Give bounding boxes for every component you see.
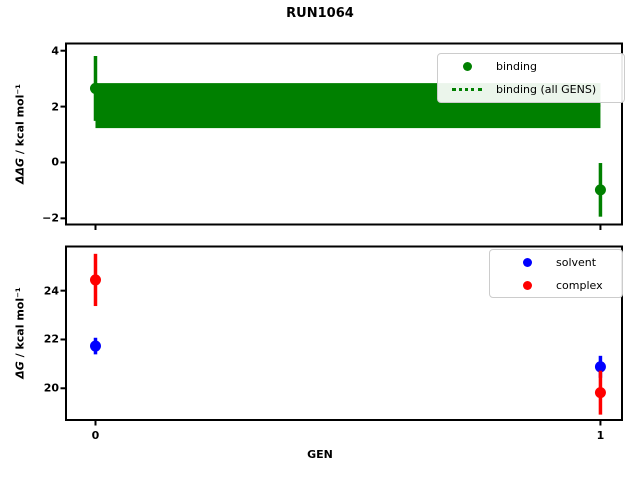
chart-title: RUN1064 [286,6,354,21]
y-tick-label: 24 [43,284,59,298]
axes-spines [65,42,623,226]
solvent-point [89,340,101,352]
legend-item-complex: complex [490,274,622,297]
y-tick-label: 4 [51,44,59,58]
y-axis-label-free-energy-units: / kcal mol⁻¹ [13,287,27,362]
complex-dot-icon [522,280,532,290]
y-tick-label: −2 [42,211,59,225]
legend-label-binding-all-gens: binding (all GENS) [496,83,597,96]
y-axis-label-binding: ΔΔG / kcal mol⁻¹ [14,84,27,184]
legend-free-energy: solvent complex [489,249,623,298]
x-tick-label: 0 [91,428,100,442]
binding-point [594,184,606,196]
complex-point [89,274,101,286]
complex-point [594,387,606,399]
legend-label-binding: binding [496,60,538,73]
binding-all-gens-dotted-line-icon [452,88,482,91]
binding-dot-icon [462,62,472,71]
binding-point [89,82,101,94]
y-axis-label-free-energy-symbol: ΔG [13,361,27,379]
legend-binding: binding binding (all GENS) [437,53,625,103]
solvent-dot-icon [522,257,532,267]
solvent-point [594,361,606,373]
y-axis-label-binding-units: / kcal mol⁻¹ [13,83,27,158]
legend-label-complex: complex [556,278,603,292]
legend-item-binding: binding [438,55,624,78]
x-axis-label: GEN [307,448,333,461]
y-tick-label: 2 [51,100,59,114]
y-tick-label: 20 [43,381,59,395]
legend-label-solvent: solvent [556,255,597,269]
x-tick-label: 1 [596,428,605,442]
y-tick-label: 0 [51,155,59,169]
axes-spines [65,245,623,421]
legend-item-binding-all-gens: binding (all GENS) [438,78,624,101]
legend-item-solvent: solvent [490,251,622,274]
y-tick-label: 22 [43,332,59,346]
